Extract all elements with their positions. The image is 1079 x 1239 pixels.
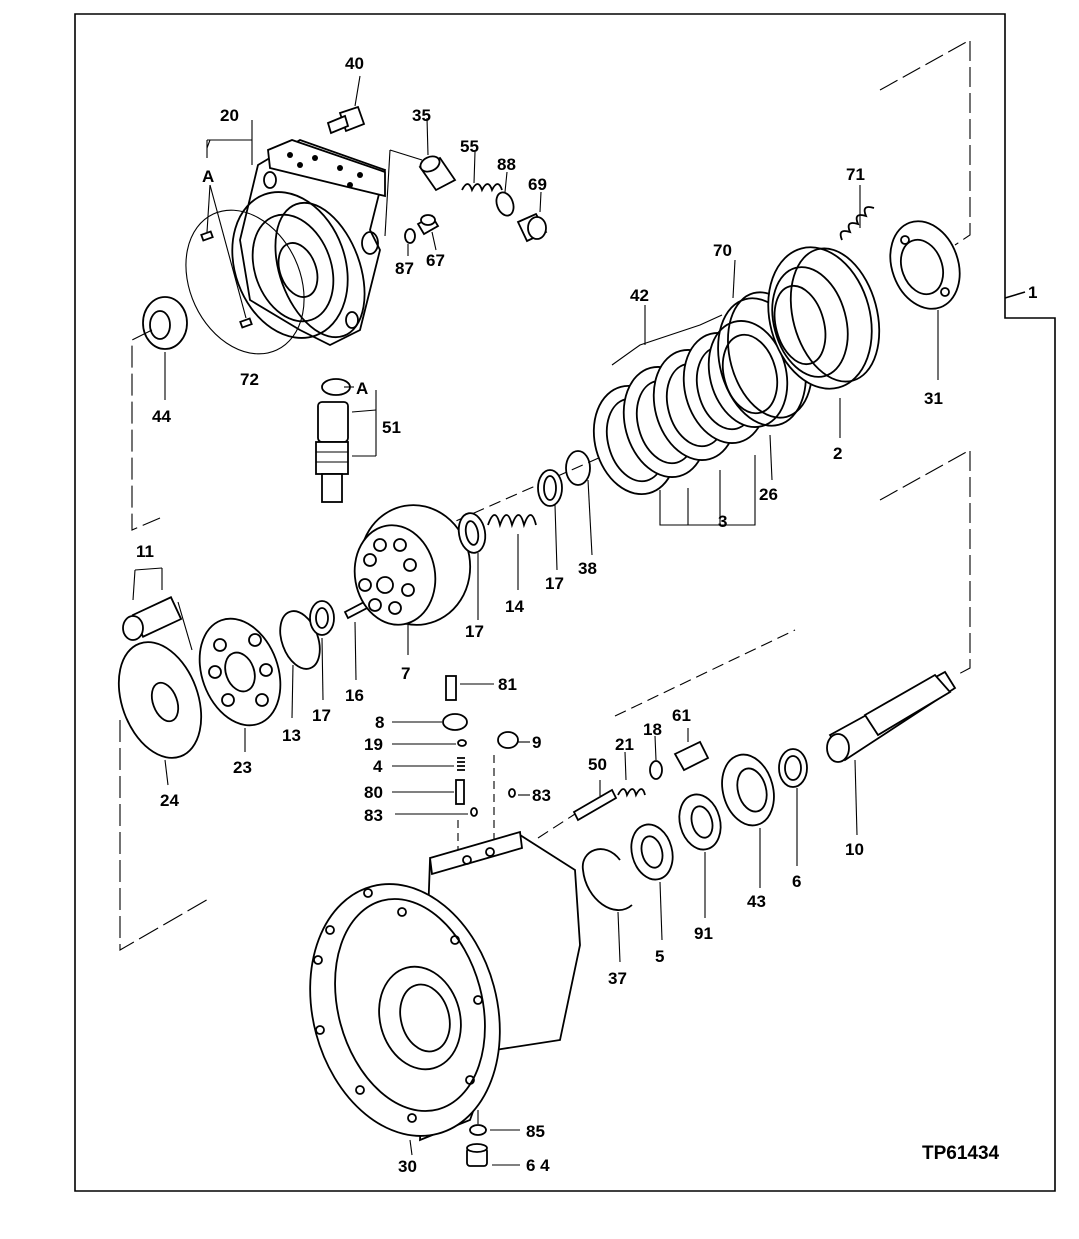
letter-a-oring: A <box>356 379 368 398</box>
label-part-14: 14 <box>505 597 524 616</box>
label-part-38: 38 <box>578 559 597 578</box>
label-part-30: 30 <box>398 1157 417 1176</box>
plug-67-oring-87 <box>404 214 440 256</box>
bolt-40 <box>326 75 366 135</box>
label-part-70: 70 <box>713 241 732 260</box>
label-part-17-left: 17 <box>312 706 331 725</box>
figure-reference: TP61434 <box>922 1143 1000 1164</box>
label-part-85: 85 <box>526 1122 545 1141</box>
label-part-87: 87 <box>395 259 414 278</box>
label-part-13: 13 <box>282 726 301 745</box>
label-part-83-right: 83 <box>532 786 551 805</box>
label-part-31: 31 <box>924 389 943 408</box>
label-part-35: 35 <box>412 106 431 125</box>
relief-parts-35-55-88-69 <box>384 117 548 243</box>
label-part-26: 26 <box>759 485 778 504</box>
label-part-8: 8 <box>375 713 384 732</box>
label-part-17-mid: 17 <box>465 622 484 641</box>
label-part-1: 1 <box>1028 283 1037 302</box>
relief-valve-parts <box>572 728 710 822</box>
spool-51 <box>315 378 377 503</box>
label-part-71: 71 <box>846 165 865 184</box>
brake-piston-parts <box>717 185 961 481</box>
label-part-64: 6 4 <box>526 1156 550 1175</box>
small-parts <box>392 675 530 862</box>
diagram-frame <box>74 13 1056 1192</box>
label-part-81: 81 <box>498 675 517 694</box>
label-part-40: 40 <box>345 54 364 73</box>
label-part-2: 2 <box>833 444 842 463</box>
label-part-23: 23 <box>233 758 252 777</box>
motor-housing-30 <box>309 830 581 1156</box>
label-part-17-right: 17 <box>545 574 564 593</box>
shaft-parts <box>582 670 957 963</box>
label-part-19: 19 <box>364 735 383 754</box>
label-part-5: 5 <box>655 947 664 966</box>
label-part-18: 18 <box>643 720 662 739</box>
drain-plug-64-85 <box>466 1110 520 1167</box>
label-part-4: 4 <box>373 757 383 776</box>
label-part-51: 51 <box>382 418 401 437</box>
label-part-80: 80 <box>364 783 383 802</box>
label-part-9: 9 <box>532 733 541 752</box>
label-part-91: 91 <box>694 924 713 943</box>
label-part-43: 43 <box>747 892 766 911</box>
label-part-24: 24 <box>160 791 179 810</box>
dashed-leaders <box>119 39 971 951</box>
label-part-21: 21 <box>615 735 634 754</box>
label-part-72: 72 <box>240 370 259 389</box>
valve-cover-assembly <box>185 120 387 355</box>
label-part-11: 11 <box>136 542 154 561</box>
label-part-16: 16 <box>345 686 364 705</box>
label-part-42: 42 <box>630 286 649 305</box>
label-part-20: 20 <box>220 106 239 125</box>
label-part-37: 37 <box>608 969 627 988</box>
cylinder-parts <box>117 504 472 786</box>
label-part-67: 67 <box>426 251 445 270</box>
spring-washers <box>457 450 593 620</box>
label-part-6: 6 <box>792 872 801 891</box>
label-part-61: 61 <box>672 706 691 725</box>
label-part-88: 88 <box>497 155 516 174</box>
bearing-44 <box>142 296 188 400</box>
leader-1 <box>1004 291 1026 299</box>
label-part-69: 69 <box>528 175 547 194</box>
label-part-44: 44 <box>152 407 171 426</box>
label-part-7: 7 <box>401 664 410 683</box>
label-part-55: 55 <box>460 137 479 156</box>
label-part-10: 10 <box>845 840 864 859</box>
label-part-83-left: 83 <box>364 806 383 825</box>
label-part-50: 50 <box>588 755 607 774</box>
letter-a-top: A <box>202 167 214 186</box>
label-part-3: 3 <box>718 512 727 531</box>
